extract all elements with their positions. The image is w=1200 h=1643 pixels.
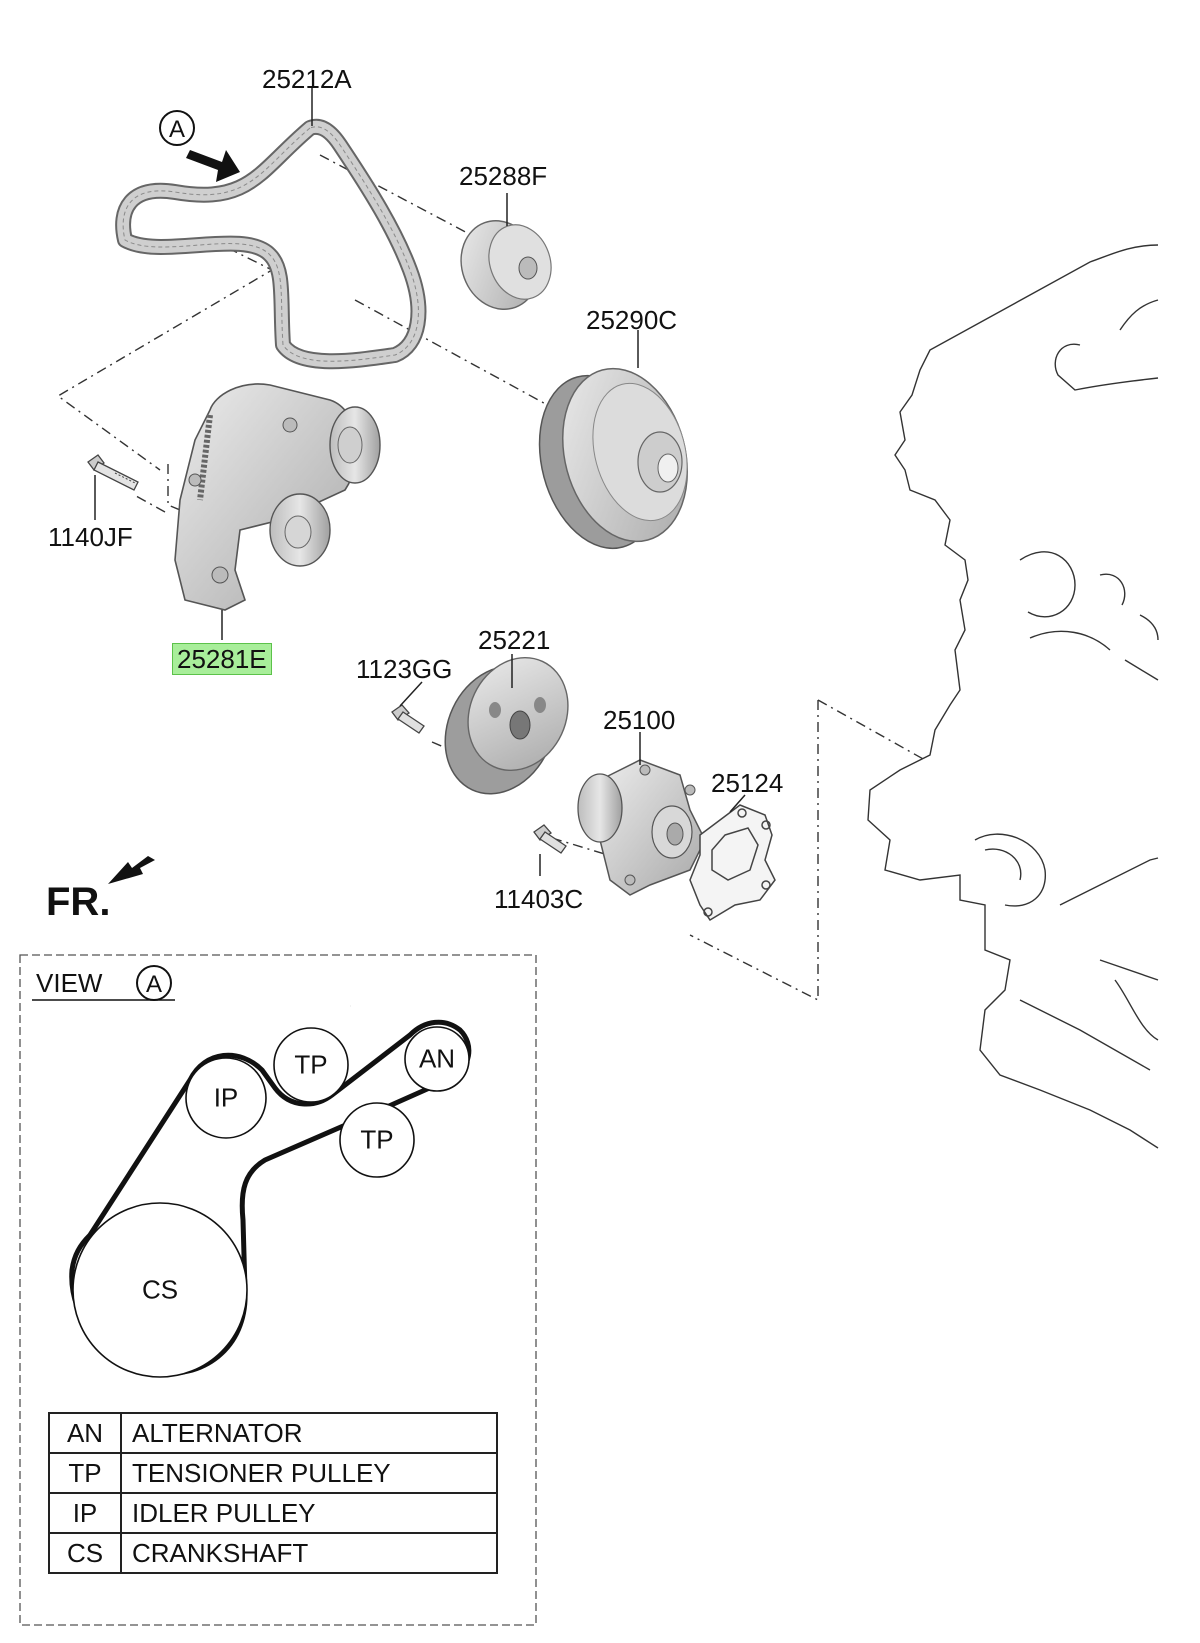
view-pulley-label-tp-lower: TP (360, 1124, 394, 1155)
label-water-pump[interactable]: 25100 (603, 705, 676, 735)
tensioner-bolt-part (87, 454, 139, 491)
label-tensioner-bolt[interactable]: 1140JF (48, 522, 133, 552)
view-pulley-label-cs: CS (141, 1274, 179, 1305)
label-water-pump-pulley[interactable]: 25221 (478, 625, 551, 655)
water-pump-pulley-part (444, 656, 569, 795)
legend-abbr: TP (48, 1452, 122, 1494)
front-direction-arrow (108, 856, 155, 884)
view-pulley-label-ip: IP (213, 1082, 239, 1113)
view-pulley-label-an: AN (418, 1043, 456, 1074)
legend-abbr: AN (48, 1412, 122, 1454)
label-idler-pulley[interactable]: 25288F (459, 161, 548, 191)
front-label: FR. (46, 880, 111, 924)
label-belt[interactable]: 25212A (262, 64, 352, 94)
legend-row: IP IDLER PULLEY (48, 1492, 498, 1534)
pump-bolt-part (533, 824, 567, 854)
drive-belt (115, 118, 427, 370)
engine-block-outline (867, 244, 1159, 1149)
label-gasket[interactable]: 25124 (711, 768, 784, 798)
legend-name: CRANKSHAFT (120, 1532, 498, 1574)
crankshaft-pulley-part (538, 367, 689, 550)
view-box-border (19, 954, 537, 1626)
label-pump-bolt[interactable]: 11403C (494, 884, 584, 914)
legend-row: TP TENSIONER PULLEY (48, 1452, 498, 1494)
gasket-part (689, 804, 776, 922)
legend-table: AN ALTERNATOR TP TENSIONER PULLEY IP IDL… (48, 1412, 498, 1574)
idler-pulley-part (460, 220, 552, 310)
legend-name: IDLER PULLEY (120, 1492, 498, 1534)
legend-name: ALTERNATOR (120, 1412, 498, 1454)
legend-name: TENSIONER PULLEY (120, 1452, 498, 1494)
legend-abbr: CS (48, 1532, 122, 1574)
view-pulley-cs (72, 1202, 248, 1378)
view-title-marker: A (136, 965, 172, 1001)
view-title: VIEW (36, 968, 103, 998)
leader-lines (94, 88, 746, 876)
label-tensioner-assembly[interactable]: 25281E (172, 643, 272, 675)
legend-row: CS CRANKSHAFT (48, 1532, 498, 1574)
tensioner-assembly-part (174, 383, 381, 611)
view-pulley-label-tp-upper: TP (294, 1049, 328, 1080)
label-pulley-bolt[interactable]: 1123GG (356, 654, 453, 684)
legend-abbr: IP (48, 1492, 122, 1534)
view-marker-circle: A (159, 110, 195, 146)
pulley-bolt-part (391, 704, 425, 734)
view-pulley-ip (185, 1057, 267, 1139)
view-pulley-tp-lower (339, 1102, 415, 1178)
view-direction-arrow (186, 150, 240, 182)
view-pulley-tp-upper (273, 1027, 349, 1103)
water-pump-part (577, 759, 706, 896)
legend-row: AN ALTERNATOR (48, 1412, 498, 1454)
view-pulley-an (404, 1026, 470, 1092)
label-crankshaft-pulley[interactable]: 25290C (586, 305, 678, 335)
